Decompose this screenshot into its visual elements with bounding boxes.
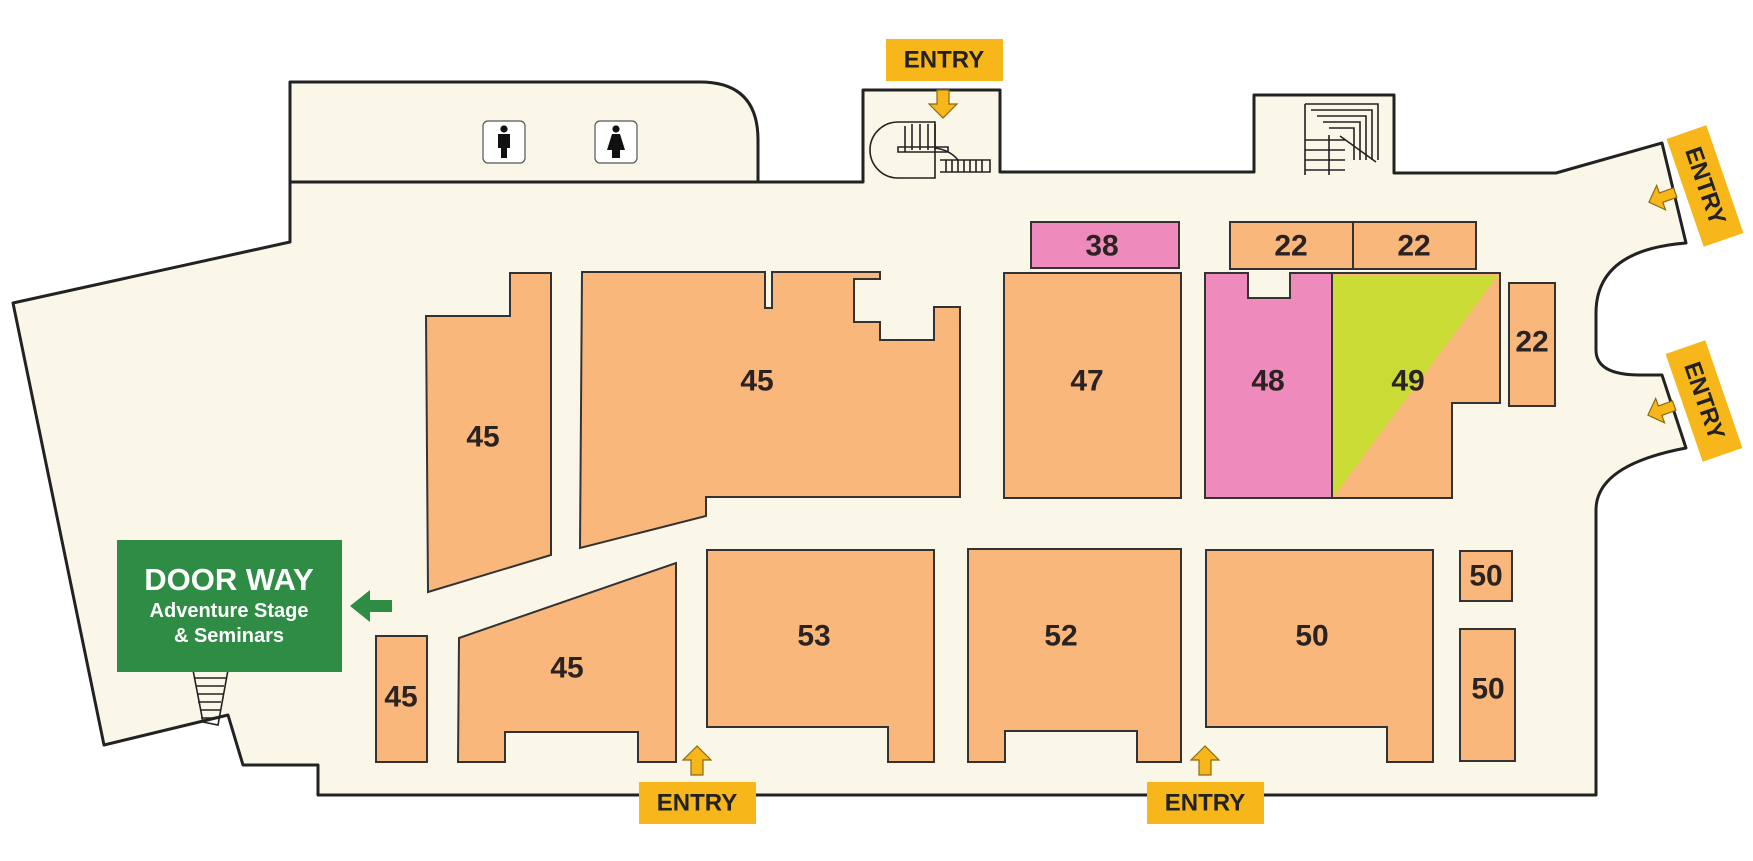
booth-label: 45 (384, 681, 417, 714)
booth-b49[interactable]: 49 (1331, 272, 1501, 499)
booth-label: 22 (1274, 230, 1307, 263)
arrow-left-icon (1648, 183, 1678, 212)
entry-top[interactable]: ENTRY (886, 39, 1003, 119)
mens-restroom-icon (482, 120, 526, 164)
arrow-up-icon (1189, 745, 1221, 776)
entry-bottom-left[interactable]: ENTRY (639, 745, 756, 824)
booth-b50-tall[interactable]: 50 (1459, 628, 1516, 762)
booth-b50-main[interactable]: 50 (1205, 549, 1434, 763)
booth-label: 50 (1295, 620, 1328, 653)
entry-bottom-right[interactable]: ENTRY (1147, 745, 1264, 824)
booth-b45-small[interactable]: 45 (375, 635, 428, 763)
booth-b50-small[interactable]: 50 (1459, 550, 1513, 602)
booth-b45-big[interactable]: 45 (578, 271, 961, 550)
booth-label: 49 (1391, 365, 1424, 398)
booth-label: 48 (1251, 365, 1284, 398)
doorway-title: DOOR WAY (144, 562, 314, 597)
booth-label: 38 (1085, 230, 1118, 263)
booth-label: 45 (466, 421, 499, 454)
doorway-subtitle-line2: & Seminars (174, 625, 284, 647)
arrow-left-icon (1647, 396, 1677, 425)
booth-label: 22 (1515, 326, 1548, 359)
arrow-down-icon (927, 89, 959, 119)
booth-label: 47 (1070, 365, 1103, 398)
booth-b47[interactable]: 47 (1003, 272, 1182, 499)
booth-b53[interactable]: 53 (706, 549, 935, 763)
booth-label: 53 (797, 620, 830, 653)
booth-b45-angled[interactable]: 45 (456, 561, 677, 763)
booth-b38[interactable]: 38 (1030, 221, 1180, 269)
doorway-sign[interactable]: DOOR WAY Adventure Stage & Seminars (117, 540, 342, 672)
doorway-subtitle-line1: Adventure Stage (150, 600, 309, 622)
booth-b22b[interactable]: 22 (1352, 221, 1477, 270)
spiral-staircase-icon (869, 121, 991, 179)
entry-label: ENTRY (904, 47, 984, 74)
booth-label: 45 (740, 365, 773, 398)
arrow-up-icon (681, 745, 713, 776)
womens-restroom-icon (594, 120, 638, 164)
booth-b22c[interactable]: 22 (1508, 282, 1556, 407)
booth-label: 22 (1397, 230, 1430, 263)
staircase-icon (1304, 103, 1379, 175)
booth-b22a[interactable]: 22 (1229, 221, 1354, 270)
entry-label: ENTRY (1165, 790, 1245, 817)
booth-b52[interactable]: 52 (967, 548, 1182, 763)
booth-label: 45 (550, 652, 583, 685)
booth-b45-left[interactable]: 45 (424, 272, 552, 594)
booth-label: 52 (1044, 620, 1077, 653)
booth-label: 50 (1471, 673, 1504, 706)
entry-label: ENTRY (657, 790, 737, 817)
doorway-arrow-icon (350, 590, 392, 622)
booth-label: 50 (1469, 560, 1502, 593)
booth-b48[interactable]: 48 (1204, 272, 1333, 499)
